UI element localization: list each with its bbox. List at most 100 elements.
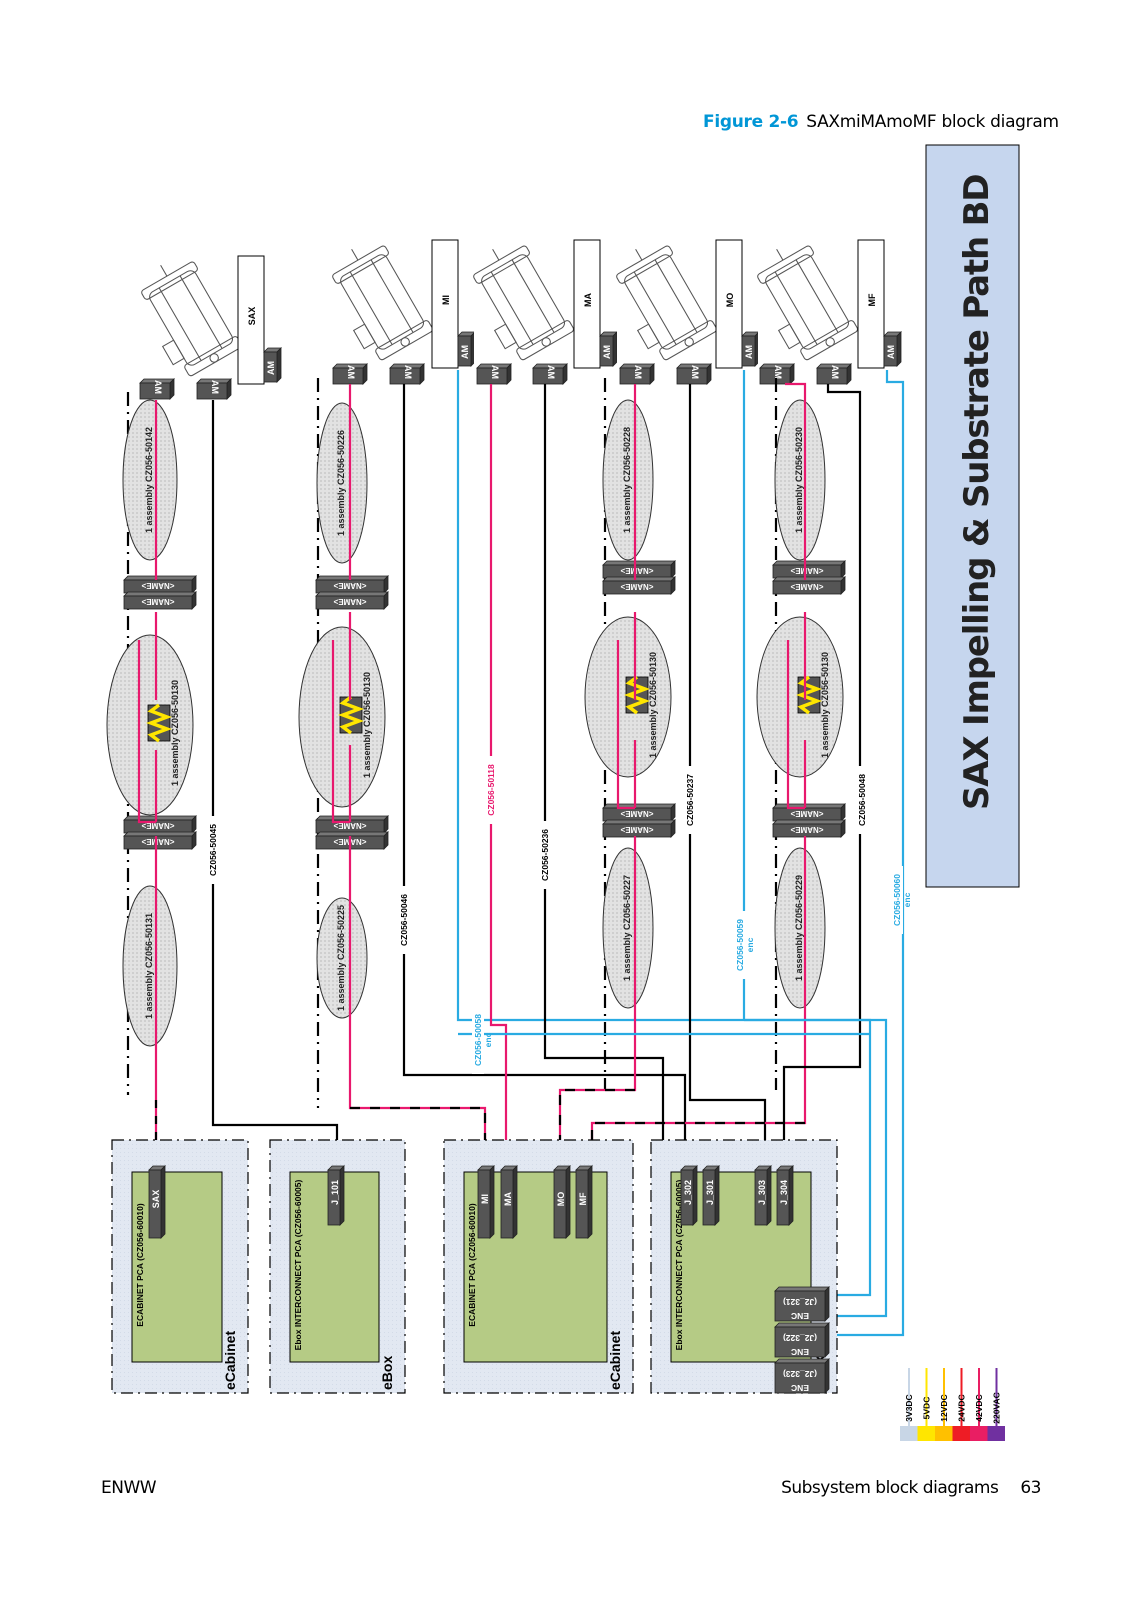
chain-mf: 1 assembly CZ056-50230 1 assembly CZ056-5…: [756, 378, 846, 1090]
name-connector: <NAME>: [772, 576, 846, 595]
legend-label: 42VDC: [974, 1394, 984, 1421]
legend-swatch: [952, 1426, 970, 1441]
cable-label: CZ056-50048: [857, 774, 867, 826]
name-connector-label: <NAME>: [620, 582, 653, 591]
assembly-label: 1 assembly CZ056-50142: [144, 427, 154, 533]
cable-label-50060: CZ056-50060: [891, 866, 903, 934]
board-connector: MI: [477, 1165, 495, 1239]
am-cable-connector: AM: [816, 363, 852, 385]
motor-am-label: AM: [886, 345, 896, 359]
wire-sax-power: [137, 400, 158, 1175]
enc-connector-id: (J2_321): [783, 1297, 817, 1307]
am-cable-connector: AM: [332, 363, 368, 385]
assembly-1: 1 assembly CZ056-50230: [774, 399, 826, 561]
wire-mi-chain-power: [331, 384, 487, 1175]
name-connector-label: <NAME>: [790, 582, 823, 591]
am-cable-label: AM: [403, 365, 413, 379]
chain-mi: 1 assembly CZ056-50226 1 assembly CZ056-5…: [298, 378, 389, 1108]
name-connector-label: <NAME>: [141, 597, 174, 606]
board-connector-label: MF: [578, 1192, 588, 1205]
wire-mo-chain-power: [558, 384, 637, 1175]
name-connector-label: <NAME>: [333, 581, 366, 590]
assembly-label: 1 assembly CZ056-50226: [336, 430, 346, 536]
heater-zigzag: [146, 703, 172, 743]
footer-doc-id: ENWW: [101, 1478, 157, 1498]
name-connector: <NAME>: [123, 591, 197, 610]
cable-label-50045: CZ056-50045: [207, 816, 219, 884]
assembly-label: 1 assembly CZ056-50130: [648, 652, 658, 758]
pca-label: Ebox INTERCONNECT PCA (CZ056-60005): [293, 1180, 303, 1351]
am-cable-label: AM: [633, 365, 643, 379]
cable-label: CZ056-50118: [486, 764, 496, 816]
legend-label: 24VDC: [957, 1394, 967, 1421]
cable-label-50118: CZ056-50118: [485, 756, 497, 824]
wire-mi-chain-overlay: [350, 1106, 487, 1175]
legend-label: 220VAC: [992, 1392, 1002, 1424]
pca-label: ECABINET PCA (CZ056-60010): [467, 1203, 477, 1327]
assembly-ellipse: [602, 399, 654, 561]
am-cable-label: AM: [830, 365, 840, 379]
assembly-1: 1 assembly CZ056-50226: [316, 402, 368, 564]
cable-label: CZ056-50046: [399, 894, 409, 946]
name-connector-label: <NAME>: [790, 825, 823, 834]
legend-item-220vac: 220VAC: [987, 1368, 1005, 1441]
figure-number: Figure 2-6: [703, 112, 799, 132]
board-3: ECABINET PCA (CZ056-60010) eCabinet: [443, 1139, 634, 1394]
assembly-1: 1 assembly CZ056-50142: [122, 399, 178, 561]
pca-boards: ECABINET PCA (CZ056-60010) eCabinet SAX Ebo…: [111, 1139, 838, 1394]
heater-zigzag: [338, 695, 364, 735]
am-cable-label: AM: [546, 365, 556, 379]
name-connector: <NAME>: [123, 831, 197, 850]
am-cable-connector: AM: [619, 363, 655, 385]
enc-connector-label: ENC: [791, 1311, 809, 1321]
motor-label: SAX: [247, 307, 257, 326]
name-connector-label: <NAME>: [141, 821, 174, 830]
assembly-label: 1 assembly CZ056-50130: [170, 680, 180, 786]
motor-am-connector: [599, 331, 618, 367]
motor-icon: [317, 233, 435, 367]
assembly-label: 1 assembly CZ056-50130: [362, 672, 372, 778]
chain-sax: 1 assembly CZ056-50142 1 assembly CZ056-5…: [106, 392, 197, 1095]
board-connector-label: SAX: [151, 1190, 161, 1209]
name-connector-label: <NAME>: [620, 825, 653, 834]
board-connector: MA: [500, 1165, 518, 1239]
assembly-label: 1 assembly CZ056-50227: [622, 875, 632, 981]
am-cable-label: AM: [490, 365, 500, 379]
board-connector-label: J_101: [330, 1180, 340, 1205]
cable-label-50237: CZ056-50237: [684, 766, 696, 834]
board-connector: J_302: [680, 1165, 698, 1226]
assembly-ellipse: [774, 399, 826, 561]
am-cable-connector: AM: [676, 363, 712, 385]
cable-enc-label: enc: [483, 1032, 493, 1047]
legend-item-5vdc: 5VDC: [917, 1368, 935, 1441]
name-connector: <NAME>: [315, 575, 389, 594]
name-connector: <NAME>: [772, 819, 846, 838]
name-connector: <NAME>: [602, 576, 676, 595]
assembly-label: 1 assembly CZ056-50130: [820, 652, 830, 758]
motor-icon: [126, 249, 244, 383]
footer-section-title: Subsystem block diagrams: [781, 1478, 999, 1498]
motor-label-box: [715, 239, 743, 369]
cable-label-50059: CZ056-50059: [734, 911, 746, 979]
legend-swatch: [987, 1426, 1005, 1441]
assembly-label: 1 assembly CZ056-50228: [622, 427, 632, 533]
legend-label: 12VDC: [939, 1394, 949, 1421]
motor-icon: [742, 233, 860, 367]
cable-enc-label: enc: [902, 892, 912, 907]
assembly-2: 1 assembly CZ056-50130: [756, 616, 844, 778]
wire-mf-chain-power: [590, 382, 807, 1175]
am-cable-connector: AM: [759, 363, 795, 385]
name-connector-label: <NAME>: [141, 581, 174, 590]
cable-assemblies: 1 assembly CZ056-50142 1 assembly CZ056-5…: [106, 378, 846, 1108]
enclosure-label: eCabinet: [222, 1331, 238, 1390]
name-connector-label: <NAME>: [790, 809, 823, 818]
enclosure-label: eCabinet: [607, 1331, 623, 1390]
am-cable-connector: AM: [476, 363, 512, 385]
enc-connector: (J2_323)ENC: [774, 1358, 830, 1394]
motor-label-box: [237, 255, 265, 385]
